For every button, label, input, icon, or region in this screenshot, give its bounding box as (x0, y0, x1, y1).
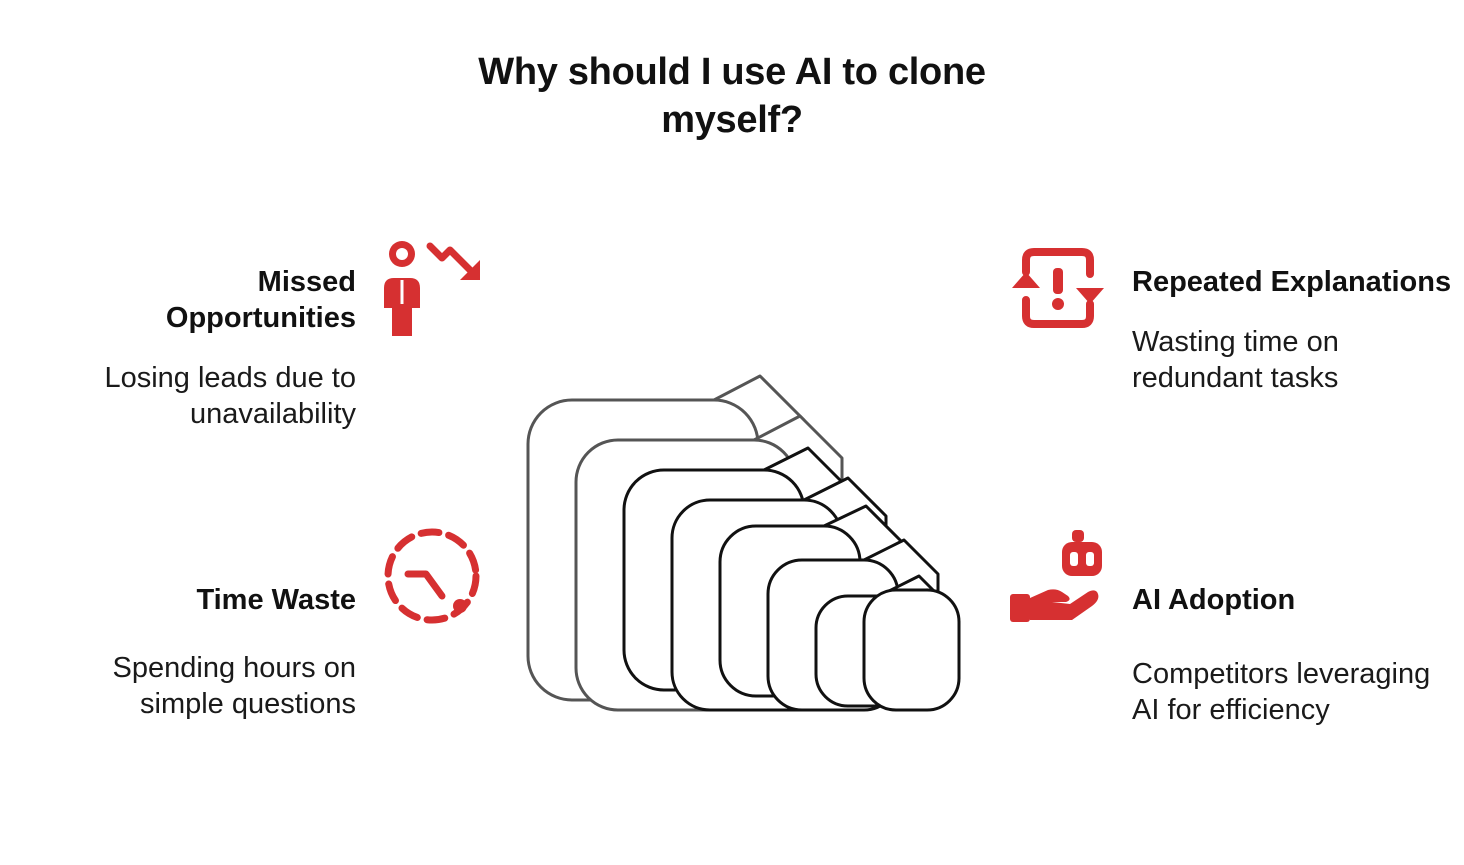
item-missed-opportunities: Missed Opportunities Losing leads due to… (36, 264, 356, 432)
item-heading: AI Adoption (1132, 584, 1296, 616)
item-description: Competitors leveraging AI for efficiency (1132, 658, 1431, 726)
item-repeated-explanations: Repeated Explanations Wasting time on re… (1132, 264, 1452, 396)
item-heading: Repeated Explanations (1132, 266, 1452, 298)
item-time-waste: Time Waste Spending hours on simple ques… (36, 582, 356, 722)
item-description: Losing leads due to unavailability (104, 362, 356, 430)
item-heading: Time Waste (196, 584, 356, 616)
robot-hand-icon (1010, 530, 1102, 622)
repeat-alert-icon (1012, 248, 1104, 328)
layered-squares-illustration (526, 374, 961, 712)
item-ai-adoption: AI Adoption Competitors leveraging AI fo… (1132, 582, 1452, 728)
stack-layer (862, 588, 961, 712)
dashed-clock-icon (384, 528, 480, 624)
item-description: Wasting time on redundant tasks (1132, 326, 1339, 394)
item-heading: Missed Opportunities (165, 266, 356, 334)
diagram-title: Why should I use AI to clone myself? (478, 51, 986, 141)
person-downtrend-icon (384, 241, 480, 336)
item-description: Spending hours on simple questions (112, 652, 356, 720)
